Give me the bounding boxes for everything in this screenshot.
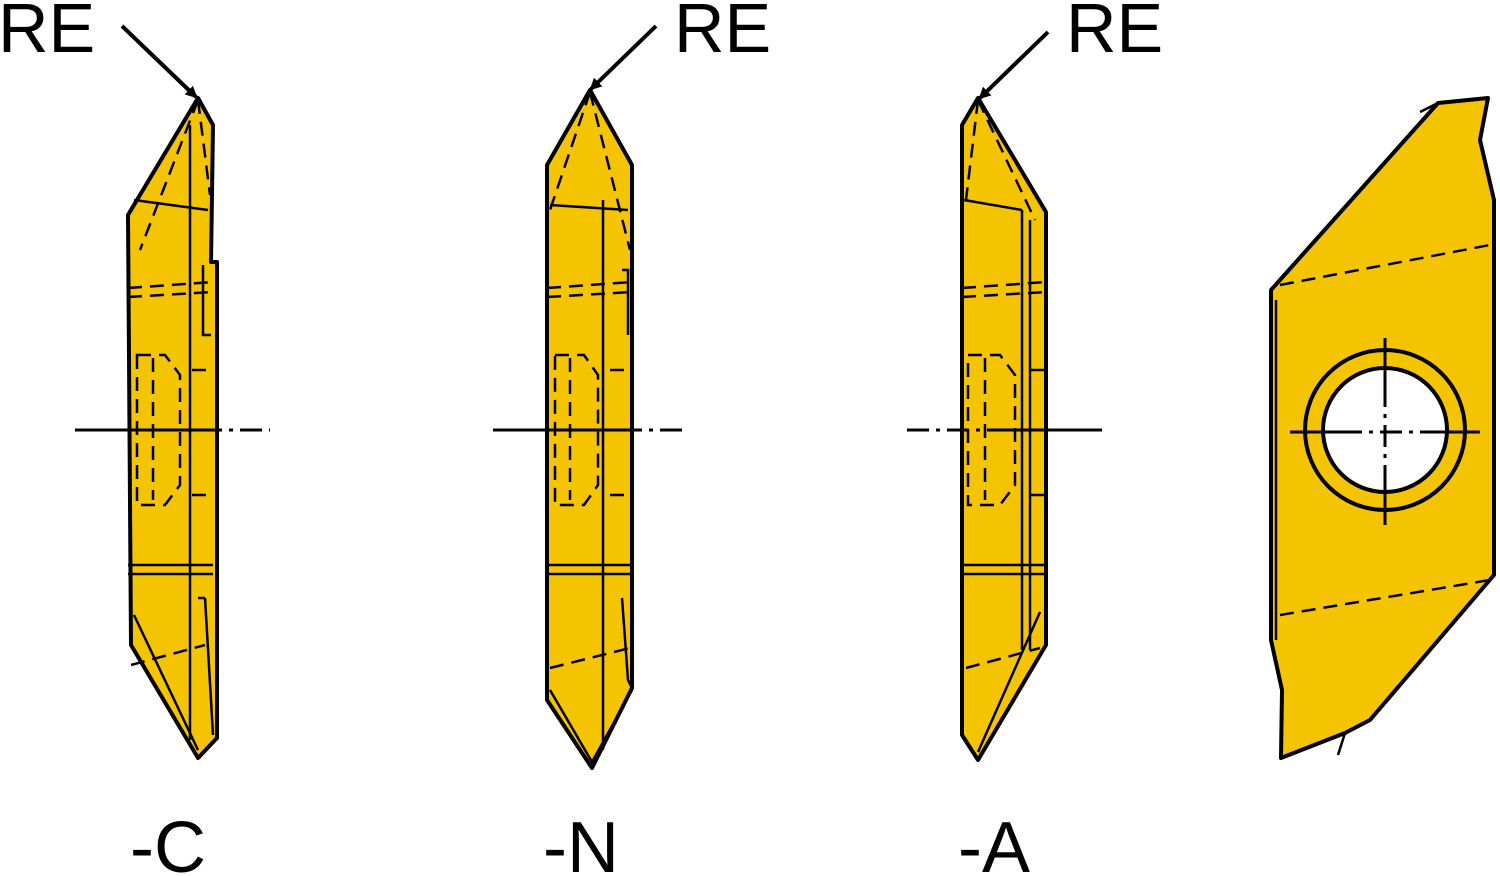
re-leader-arrow-a	[978, 30, 1050, 100]
insert-view-top	[1269, 96, 1496, 760]
variant-label-a: -A	[958, 808, 1030, 876]
insert-body-c	[126, 96, 219, 760]
insert-view-n	[493, 88, 688, 770]
re-callout-label-c: RE	[0, 0, 95, 67]
variant-label-c: -C	[130, 808, 206, 876]
re-callout-label-a: RE	[1066, 0, 1163, 67]
re-leader-arrow-n	[589, 24, 658, 91]
re-callout-label-n: RE	[674, 0, 771, 67]
insert-view-c	[75, 96, 270, 760]
variant-label-n: -N	[543, 808, 619, 876]
insert-view-a	[907, 96, 1102, 762]
re-leader-arrow-c	[120, 24, 198, 99]
